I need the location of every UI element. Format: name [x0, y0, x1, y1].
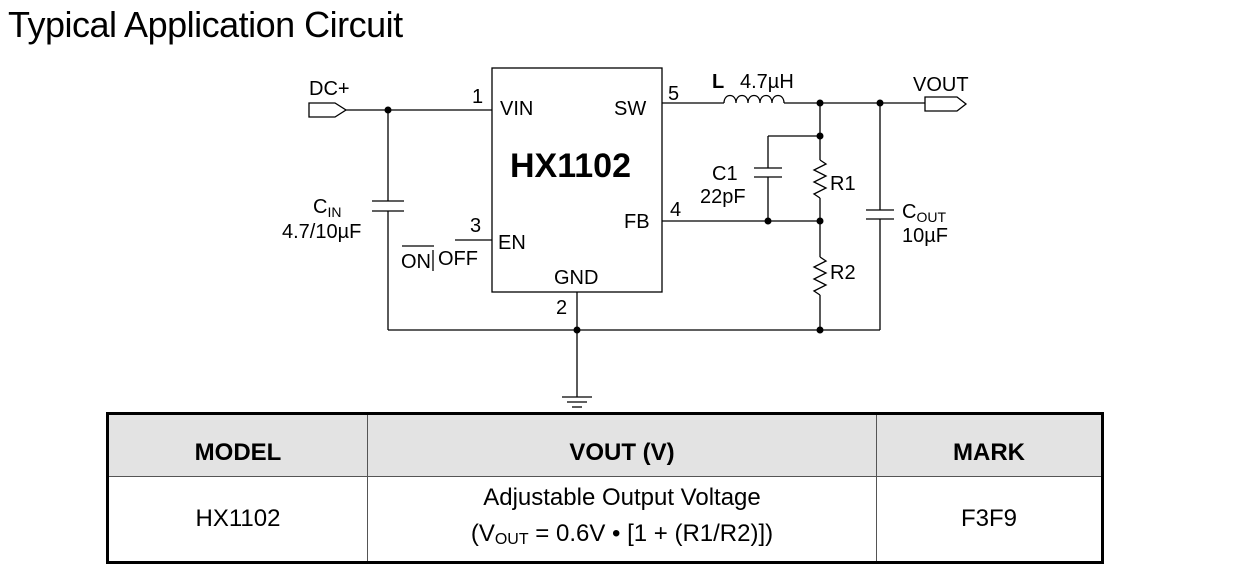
en-off-label: OFF: [438, 248, 478, 270]
chip-name: HX1102: [510, 147, 631, 185]
header-model: MODEL: [107, 412, 368, 478]
pin3-number: 3: [470, 215, 481, 237]
cin-subscript: IN: [327, 204, 341, 220]
cell-vout: Adjustable Output Voltage (VOUT = 0.6V •…: [367, 476, 877, 563]
r1-label: R1: [830, 173, 856, 195]
header-mark: MARK: [876, 412, 1103, 478]
pin-fb-label: FB: [624, 211, 650, 233]
en-on-label: ON: [401, 251, 431, 273]
header-vout: VOUT (V): [367, 412, 877, 478]
vout-formula: (VOUT = 0.6V • [1 + (R1/R2)]): [368, 516, 876, 558]
output-port-label: VOUT: [913, 74, 969, 96]
input-port-arrow: [308, 102, 348, 118]
pin4-number: 4: [670, 199, 681, 221]
vout-formula-prefix: (V: [470, 520, 495, 548]
vout-formula-subscript: OUT: [494, 531, 529, 549]
c1-value: 22pF: [700, 186, 746, 208]
cin-value: 4.7/10µF: [282, 221, 361, 243]
cin-label: CIN: [313, 196, 341, 220]
pin2-number: 2: [556, 297, 567, 319]
inductor-coil: [723, 94, 785, 104]
cell-model: HX1102: [107, 476, 368, 563]
page-title: Typical Application Circuit: [8, 4, 403, 45]
spec-table: MODEL VOUT (V) MARK HX1102 Adjustable Ou…: [106, 412, 1104, 564]
cell-mark: F3F9: [876, 476, 1103, 563]
table-row: HX1102 Adjustable Output Voltage (VOUT =…: [107, 476, 1103, 563]
output-port-arrow: [924, 96, 968, 112]
cout-subscript: OUT: [916, 209, 946, 225]
r1-resistor: [812, 159, 828, 199]
c1-name: C1: [712, 163, 738, 185]
circuit-diagram: HX1102 1 VIN 5 SW 4 FB 3 EN 2 GND DC+ VO…: [282, 67, 969, 408]
pin-en-label: EN: [498, 232, 526, 254]
cin-name: C: [313, 196, 327, 218]
cout-name: C: [902, 201, 916, 223]
input-port-label: DC+: [309, 78, 350, 100]
table-header-row: MODEL VOUT (V) MARK: [107, 412, 1103, 478]
inductor-value: 4.7µH: [740, 71, 794, 93]
pin5-number: 5: [668, 83, 679, 105]
pin-vin-label: VIN: [500, 98, 533, 120]
junction-dots: [384, 99, 884, 334]
cout-label: COUT: [902, 201, 946, 225]
r2-label: R2: [830, 262, 856, 284]
inductor-name: L: [712, 71, 724, 93]
vout-description: Adjustable Output Voltage: [483, 484, 761, 512]
pin1-number: 1: [472, 86, 483, 108]
r2-resistor: [812, 256, 828, 296]
cout-value: 10µF: [902, 225, 948, 247]
vout-formula-rest: = 0.6V • [1 + (R1/R2)]): [528, 520, 774, 548]
pin-gnd-label: GND: [554, 267, 598, 289]
pin-sw-label: SW: [614, 98, 646, 120]
